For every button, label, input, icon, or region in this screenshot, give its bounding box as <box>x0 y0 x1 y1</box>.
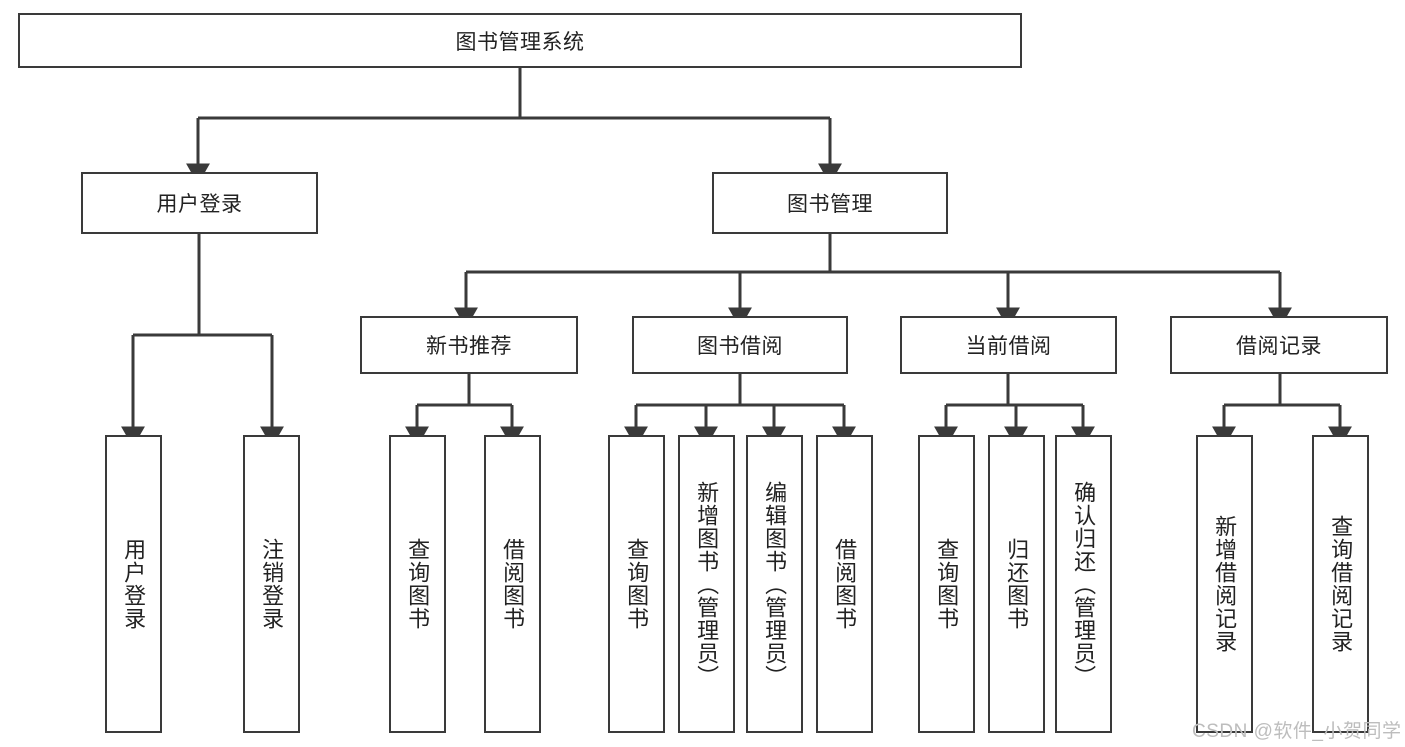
leaf-query-book-cur-label: 查询图书 <box>934 538 960 630</box>
leaf-query-record-label: 查询借阅记录 <box>1328 515 1354 653</box>
node-new-book-recommend-label: 新书推荐 <box>426 335 512 358</box>
leaf-add-record-label: 新增借阅记录 <box>1212 515 1238 653</box>
leaf-user-login[interactable]: 用户登录 <box>105 435 162 733</box>
leaf-borrow-book[interactable]: 借阅图书 <box>816 435 873 733</box>
node-book-management-label: 图书管理 <box>787 193 873 216</box>
node-borrow-record[interactable]: 借阅记录 <box>1170 316 1388 374</box>
node-user-login[interactable]: 用户登录 <box>81 172 318 234</box>
leaf-return-book-label: 归还图书 <box>1004 538 1030 630</box>
leaf-edit-book[interactable]: 编辑图书（管理员） <box>746 435 803 733</box>
node-root[interactable]: 图书管理系统 <box>18 13 1022 68</box>
node-book-borrow[interactable]: 图书借阅 <box>632 316 848 374</box>
leaf-query-book-borrow[interactable]: 查询图书 <box>608 435 665 733</box>
leaf-edit-book-label: 编辑图书（管理员） <box>762 480 788 688</box>
leaf-add-record[interactable]: 新增借阅记录 <box>1196 435 1253 733</box>
leaf-add-book-label: 新增图书（管理员） <box>694 480 720 688</box>
leaf-confirm-return-label: 确认归还（管理员） <box>1071 480 1097 688</box>
leaf-query-book-cur[interactable]: 查询图书 <box>918 435 975 733</box>
leaf-return-book[interactable]: 归还图书 <box>988 435 1045 733</box>
csdn-watermark: CSDN @软件_小贺同学 <box>1192 721 1402 742</box>
leaf-user-login-label: 用户登录 <box>121 538 147 630</box>
leaf-query-record[interactable]: 查询借阅记录 <box>1312 435 1369 733</box>
leaf-query-book-borrow-label: 查询图书 <box>624 538 650 630</box>
leaf-borrow-book-label: 借阅图书 <box>832 538 858 630</box>
leaf-confirm-return[interactable]: 确认归还（管理员） <box>1055 435 1112 733</box>
leaf-borrow-book-rec[interactable]: 借阅图书 <box>484 435 541 733</box>
leaf-borrow-book-rec-label: 借阅图书 <box>500 538 526 630</box>
leaf-query-book-rec-label: 查询图书 <box>405 538 431 630</box>
leaf-logout-label: 注销登录 <box>259 538 285 630</box>
node-current-borrow-label: 当前借阅 <box>965 335 1052 358</box>
node-new-book-recommend[interactable]: 新书推荐 <box>360 316 578 374</box>
node-book-borrow-label: 图书借阅 <box>697 335 783 358</box>
leaf-logout[interactable]: 注销登录 <box>243 435 300 733</box>
leaf-add-book[interactable]: 新增图书（管理员） <box>678 435 735 733</box>
leaf-query-book-rec[interactable]: 查询图书 <box>389 435 446 733</box>
node-book-management[interactable]: 图书管理 <box>712 172 948 234</box>
node-root-label: 图书管理系统 <box>455 30 585 54</box>
node-user-login-label: 用户登录 <box>156 193 243 216</box>
node-borrow-record-label: 借阅记录 <box>1236 335 1322 358</box>
node-current-borrow[interactable]: 当前借阅 <box>900 316 1117 374</box>
